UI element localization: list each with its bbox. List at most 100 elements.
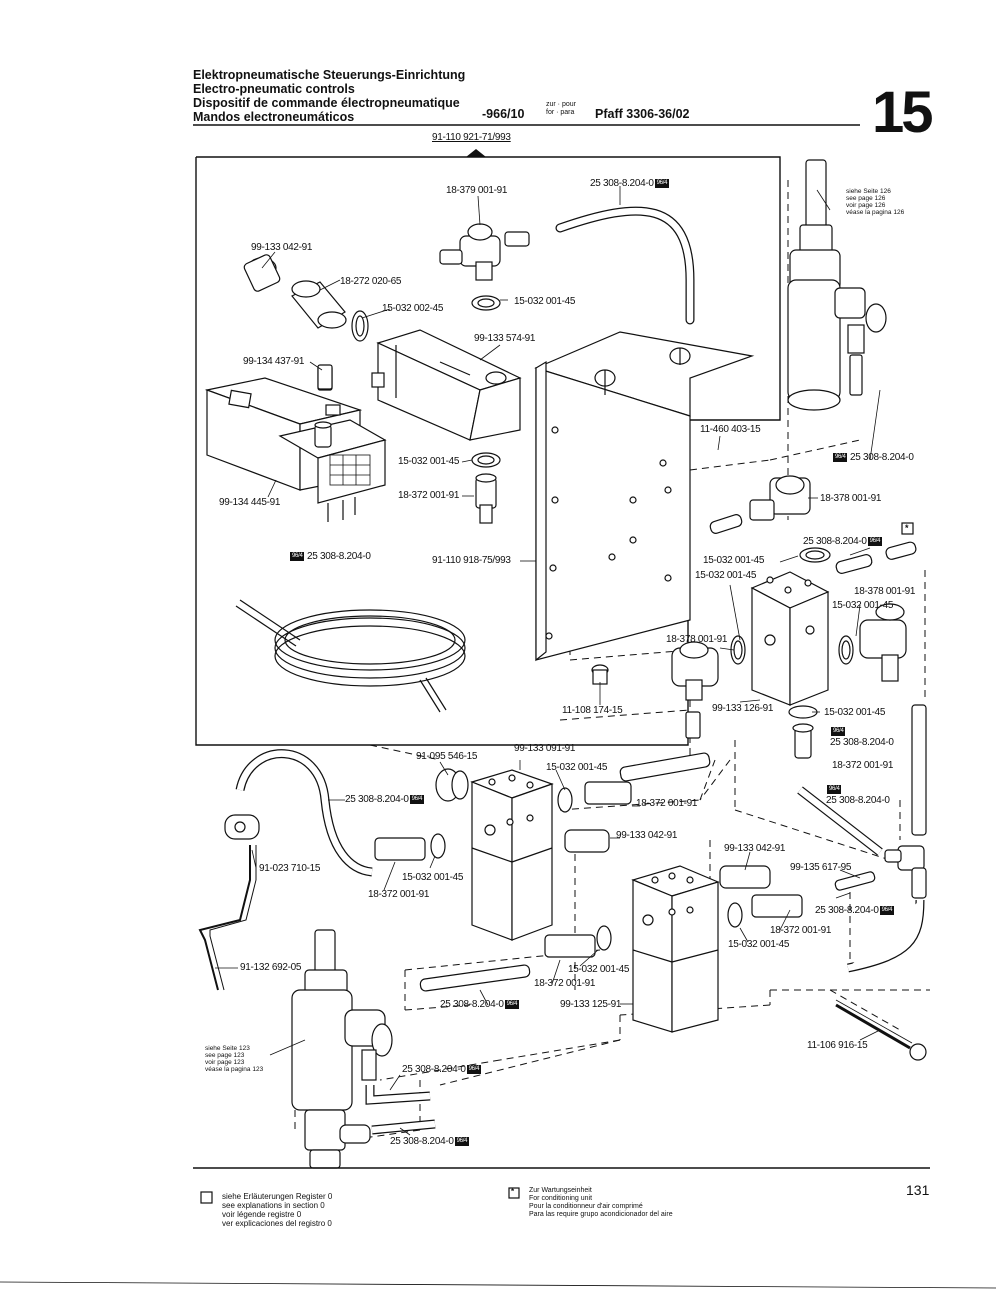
part-label-with-badge: 96/4 25 308-8.204-0	[832, 452, 914, 463]
see-page-126-note: siehe Seite 126 see page 126 voir page 1…	[846, 188, 904, 216]
part-label: 15-032 001-45	[402, 872, 464, 883]
part-label: 11-460 403-15	[700, 424, 761, 435]
part-label: 18-378 001-91	[854, 586, 916, 597]
header-code: -966/10	[482, 107, 525, 121]
badge: 96/4	[654, 178, 670, 188]
badge: 96/4	[290, 551, 305, 561]
part-label: 99-133 042-91	[251, 242, 313, 253]
conditioning-unit-marker: *	[905, 523, 909, 533]
part-label: 99-133 091-91	[514, 743, 576, 754]
legend-star-symbol: *	[511, 1187, 515, 1196]
part-label: 99-135 617-95	[790, 862, 852, 873]
badge: 96/4	[827, 784, 842, 794]
part-label: 25 308-8.204-0	[830, 737, 894, 748]
legend-line: For conditioning unit	[529, 1195, 593, 1202]
part-label: 25 308-8.204-0	[345, 794, 409, 805]
note-line: voir page 123	[205, 1059, 245, 1066]
note-line: siehe Seite 126	[846, 188, 891, 195]
part-label: 18-372 001-91	[770, 925, 832, 936]
part-label: 18-372 001-91	[534, 978, 596, 989]
part-label: 25 308-8.204-0	[402, 1064, 466, 1075]
part-label: 25 308-8.204-0	[849, 452, 914, 463]
title-en: Electro-pneumatic controls	[193, 82, 355, 96]
header-for: zur · pour for · para	[546, 101, 576, 117]
part-label: 91-132 692-05	[240, 962, 302, 973]
note-line: voir page 126	[846, 202, 886, 209]
part-label: 11-108 174-15	[562, 705, 623, 716]
part-label: 18-372 001-91	[832, 760, 894, 771]
part-label: 15-032 001-45	[546, 762, 608, 773]
see-page-123-note: siehe Seite 123 see page 123 voir page 1…	[205, 1045, 263, 1073]
part-label-with-badge: 96/4 25 308-8.204-0	[289, 551, 371, 562]
page-number: 131	[906, 1182, 930, 1198]
part-label: 15-032 001-45	[568, 964, 630, 975]
legend-line: Para las require grupo acondicionador de…	[529, 1211, 673, 1218]
badge: 96/4	[504, 999, 520, 1009]
part-label: 18-372 001-91	[636, 798, 698, 809]
badge: 96/4	[409, 794, 425, 804]
header-title-block: Elektropneumatische Steuerungs-Einrichtu…	[193, 68, 465, 124]
part-label: 15-032 001-45	[728, 939, 790, 950]
part-label: 15-032 001-45	[703, 555, 765, 566]
part-label: 15-032 001-45	[514, 296, 576, 307]
badge: 96/4	[831, 726, 846, 736]
part-label: 18-378 001-91	[820, 493, 882, 504]
badge: 96/4	[454, 1136, 470, 1146]
header-model: Pfaff 3306-36/02	[595, 107, 690, 121]
part-label: 15-032 002-45	[382, 303, 444, 314]
part-label: 99-133 042-91	[616, 830, 678, 841]
badge: 96/4	[833, 452, 848, 462]
badge: 96/4	[879, 905, 895, 915]
part-label: 18-378 001-91	[666, 634, 728, 645]
part-label: 99-134 437-91	[243, 356, 305, 367]
part-label: 25 308-8.204-0	[590, 178, 654, 189]
part-label: 25 308-8.204-0	[803, 536, 867, 547]
part-label: 18-272 020-65	[340, 276, 402, 287]
note-line: see page 123	[205, 1052, 245, 1059]
part-label: 15-032 001-45	[832, 600, 894, 611]
title-es: Mandos electroneumáticos	[193, 110, 355, 124]
part-label: 25 308-8.204-0	[306, 551, 371, 562]
badge: 96/4	[867, 536, 883, 546]
for-de: zur · pour	[546, 101, 576, 108]
part-label: 18-379 001-91	[446, 185, 508, 196]
badge: 96/4	[466, 1064, 482, 1074]
section-number: 15	[872, 80, 933, 145]
part-label: 25 308-8.204-0	[390, 1136, 454, 1147]
part-label: 99-134 445-91	[219, 497, 281, 508]
part-label: 18-372 001-91	[398, 490, 460, 501]
note-line: see page 126	[846, 195, 886, 202]
legend-line: siehe Erläuterungen Register 0	[222, 1192, 333, 1201]
part-label: 99-133 042-91	[724, 843, 786, 854]
part-label: 25 308-8.204-0	[815, 905, 879, 916]
part-label: 15-032 001-45	[398, 456, 460, 467]
part-label: 18-372 001-91	[368, 889, 430, 900]
part-label: 99-133 125-91	[560, 999, 622, 1010]
note-line: siehe Seite 123	[205, 1045, 250, 1052]
part-label: 91-095 546-15	[416, 751, 478, 762]
part-label: 11-106 916-15	[807, 1040, 868, 1051]
title-de: Elektropneumatische Steuerungs-Einrichtu…	[193, 68, 466, 82]
legend-line: voir légende registre 0	[222, 1210, 302, 1219]
title-fr: Dispositif de commande électropneumatiqu…	[193, 96, 460, 110]
for-en: for · para	[546, 109, 575, 116]
part-label: 91-110 918-75/993	[432, 555, 511, 566]
legend-line: ver explicaciones del registro 0	[222, 1219, 332, 1228]
part-label: 99-133 126-91	[712, 703, 774, 714]
legend-conditioning-unit: Zur Wartungseinheit For conditioning uni…	[529, 1187, 673, 1219]
legend-line: Zur Wartungseinheit	[529, 1187, 592, 1194]
note-line: véase la pagina 126	[846, 209, 905, 216]
legend-line: see explanations in section 0	[222, 1201, 325, 1210]
part-label: 99-133 574-91	[474, 333, 536, 344]
legend-register-0: siehe Erläuterungen Register 0 see expla…	[222, 1192, 332, 1228]
part-label: 15-032 001-45	[824, 707, 886, 718]
